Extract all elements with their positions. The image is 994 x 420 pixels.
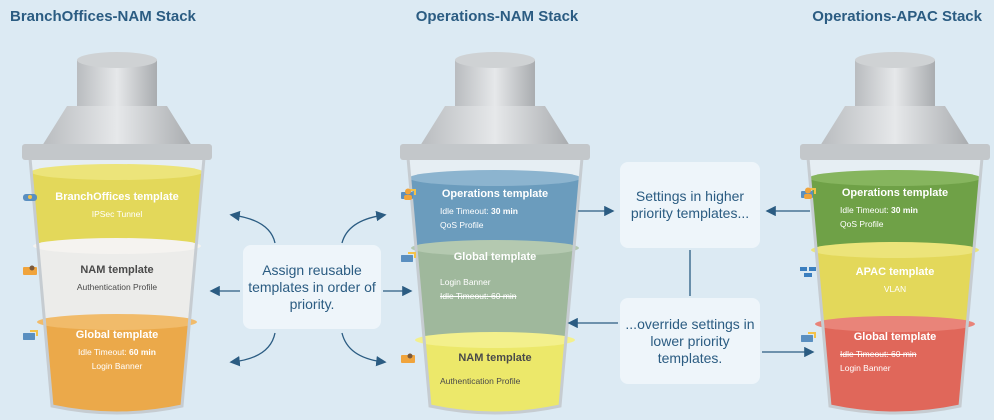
setting-label: Idle Timeout: 60 min [840, 349, 917, 359]
callout-higher-priority: Settings in higher priority templates... [620, 162, 760, 248]
setting-value: 30 min [491, 206, 518, 216]
layer-title: Global template [853, 331, 937, 343]
setting-login-banner: Login Banner [22, 330, 212, 371]
layer-nam-template: NAM template Authentication Profile [22, 264, 212, 296]
vlan-icon [800, 267, 816, 277]
ipsec-tunnel-icon [23, 194, 37, 201]
setting-value: 60 min [129, 347, 156, 357]
callout-assign-templates: Assign reusable templates in order of pr… [243, 245, 381, 329]
layer-branchoffices-template: BranchOffices template IPSec Tunnel [22, 191, 212, 223]
layer-title: Global template [453, 251, 537, 263]
setting-vlan: VLAN [800, 267, 990, 294]
layer-title: Operations template [441, 188, 549, 200]
setting-label: VLAN [883, 284, 907, 294]
setting-label: QoS Profile [840, 219, 884, 229]
setting-label: Idle Timeout: [440, 206, 489, 216]
arrow-to-branchoffices-layer [229, 210, 276, 244]
layer-global-template: Global template Idle Timeout: 60 min Log… [800, 331, 990, 377]
setting-label: Login Banner [840, 363, 891, 373]
setting-label: IPSec Tunnel [91, 209, 143, 219]
setting-authentication-profile: Authentication Profile [22, 265, 212, 292]
setting-idle-timeout-overridden: Idle Timeout: 60 min [400, 252, 590, 301]
setting-qos-profile: QoS Profile [800, 187, 990, 229]
arrow-to-nam-layer-mid [341, 332, 387, 367]
layer-operations-template: Operations template Idle Timeout: 30 min… [400, 188, 590, 234]
login-banner-icon [23, 330, 38, 340]
qos-profile-icon [404, 188, 412, 200]
setting-login-banner: Login Banner [800, 332, 990, 373]
layer-title: NAM template [80, 264, 154, 276]
setting-label: Idle Timeout: [840, 205, 889, 215]
login-banner-icon [801, 332, 816, 342]
setting-label: QoS Profile [440, 220, 484, 230]
setting-label: Login Banner [440, 277, 491, 287]
idle-timeout-icon [401, 252, 416, 262]
setting-ipsec-tunnel: IPSec Tunnel [22, 194, 212, 219]
setting-value: 30 min [891, 205, 918, 215]
layer-title: Operations template [841, 187, 949, 199]
layer-global-template: Global template Idle Timeout: 60 min Log… [22, 329, 212, 375]
stack-title-branchoffices-nam: BranchOffices-NAM Stack [10, 8, 196, 25]
stack-title-operations-nam: Operations-NAM Stack [415, 8, 579, 25]
shaker-branchoffices-nam: BranchOffices template IPSec Tunnel NAM … [22, 46, 212, 420]
authentication-profile-icon [23, 265, 37, 275]
setting-label: Idle Timeout: 60 min [440, 291, 517, 301]
layer-operations-template: Operations template Idle Timeout: 30 min… [800, 187, 990, 233]
setting-qos-profile: QoS Profile [400, 188, 590, 230]
setting-label: Login Banner [91, 361, 143, 371]
layer-nam-template: NAM template Authentication Profile [400, 352, 590, 390]
layer-title: BranchOffices template [55, 191, 179, 203]
stack-title-operations-apac: Operations-APAC Stack [812, 8, 982, 25]
layer-global-template: Global template Login Banner Idle Timeou… [400, 251, 590, 305]
arrow-to-global-layer [229, 332, 276, 367]
qos-profile-icon [804, 187, 812, 199]
setting-label: Idle Timeout: [78, 347, 127, 357]
shaker-operations-apac: Operations template Idle Timeout: 30 min… [800, 46, 990, 420]
callout-override-lower: ...override settings in lower priority t… [620, 298, 760, 384]
authentication-profile-icon [401, 353, 415, 363]
layer-title: Global template [75, 329, 159, 341]
shaker-operations-nam: Operations template Idle Timeout: 30 min… [400, 46, 590, 420]
layer-apac-template: APAC template VLAN [800, 266, 990, 298]
layer-title: APAC template [855, 266, 935, 278]
arrow-to-operations-layer [341, 210, 387, 244]
setting-label: Authentication Profile [76, 282, 158, 292]
setting-label: Authentication Profile [440, 376, 521, 386]
setting-authentication-profile: Authentication Profile [400, 353, 590, 386]
layer-title: NAM template [458, 352, 532, 364]
